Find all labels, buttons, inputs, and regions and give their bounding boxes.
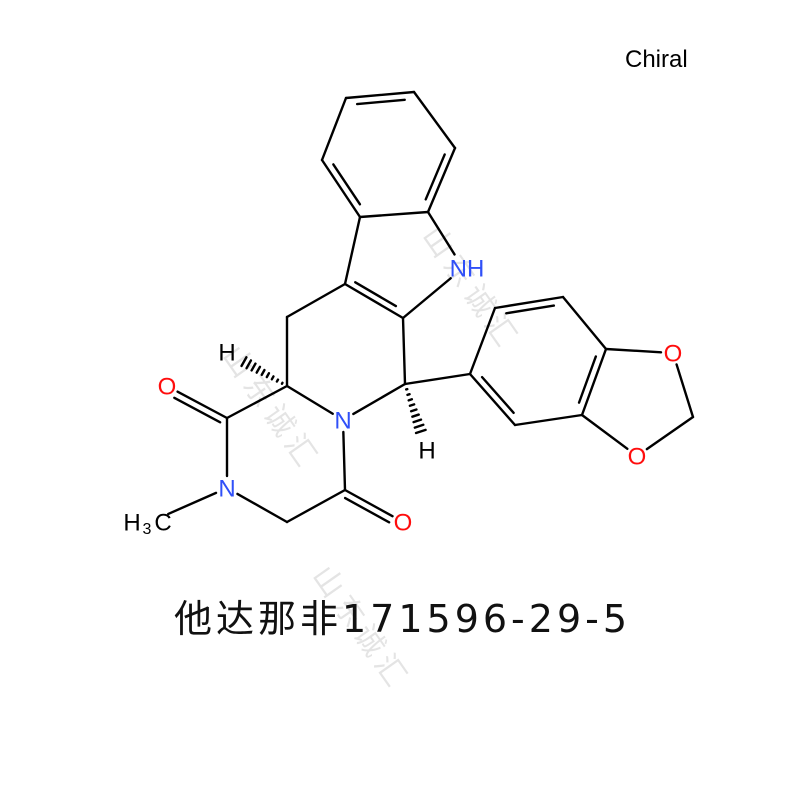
- bond: [344, 90, 416, 100]
- stereo-h-label: H: [218, 340, 235, 367]
- hashed-wedge-bond: [270, 375, 275, 381]
- bond: [426, 146, 457, 214]
- methyl-h-label: H: [123, 510, 140, 537]
- hashed-wedge-bond: [406, 392, 411, 397]
- o-dioxole-label: O: [628, 444, 647, 471]
- bond: [645, 415, 695, 451]
- double-bond-line: [505, 304, 556, 315]
- chiral-label: Chiral: [625, 46, 688, 73]
- bond: [401, 277, 452, 320]
- bond: [580, 413, 629, 451]
- bond: [513, 413, 584, 427]
- bond: [604, 347, 663, 354]
- bond: [343, 282, 405, 320]
- hashed-wedge-bond: [265, 372, 271, 379]
- hashed-wedge-bond: [411, 413, 420, 418]
- bond: [561, 295, 608, 351]
- compound-caption: 他达那非171596-29-5: [174, 597, 632, 641]
- bond: [403, 372, 472, 386]
- hashed-wedge-bond: [245, 359, 253, 370]
- bond: [352, 382, 407, 416]
- nh-label: NH: [450, 256, 485, 283]
- hashed-wedge-bond: [275, 378, 280, 383]
- hashed-wedge-bond: [414, 428, 427, 435]
- o-dioxole-label: O: [664, 341, 683, 368]
- stereo-h-label: H: [418, 438, 435, 465]
- double-bond-line: [577, 355, 598, 404]
- hashed-wedge-bond: [255, 365, 262, 374]
- hashed-wedge-bond: [408, 403, 416, 407]
- hashed-wedge-bond: [260, 368, 266, 377]
- bond: [493, 295, 565, 310]
- bond: [426, 210, 456, 256]
- hashed-wedge-bond: [409, 408, 418, 413]
- double-bond-line: [480, 375, 515, 415]
- o-carbonyl-label: O: [394, 510, 413, 537]
- bond: [320, 96, 348, 162]
- hashed-wedge-bond: [240, 356, 248, 368]
- bond: [468, 372, 517, 427]
- o-carbonyl-label: O: [158, 374, 177, 401]
- hashed-wedge-bond: [280, 381, 284, 385]
- hashed-wedge-bond: [250, 362, 257, 372]
- hashed-wedge-bond: [407, 398, 414, 402]
- carbonyl-bond: [176, 390, 229, 420]
- bond: [343, 215, 362, 286]
- bond: [236, 492, 289, 524]
- hashed-wedge-bond: [413, 423, 425, 429]
- bond: [320, 158, 362, 219]
- bond: [468, 306, 497, 376]
- n-methyl-label: N: [218, 476, 235, 503]
- bond: [167, 491, 218, 516]
- double-bond-line: [332, 163, 362, 206]
- bond: [285, 384, 334, 415]
- bond: [412, 90, 457, 150]
- bond: [285, 488, 347, 524]
- bond: [675, 363, 695, 419]
- bond: [285, 282, 347, 319]
- bond: [401, 316, 407, 386]
- bond: [358, 210, 430, 219]
- double-bond-line: [354, 281, 398, 308]
- double-bond-line: [355, 98, 406, 106]
- hashed-wedge-bond: [412, 418, 423, 424]
- bond: [225, 384, 289, 420]
- carbonyl-bond: [173, 396, 222, 424]
- double-bond-line: [424, 153, 446, 201]
- n-ring-label: N: [334, 408, 351, 435]
- carbonyl-bond: [343, 496, 391, 524]
- bond: [342, 430, 347, 492]
- methyl-c-label: C: [154, 510, 171, 537]
- carbonyl-bond: [343, 488, 394, 518]
- methyl-subscript: 3: [143, 521, 152, 538]
- bond: [580, 347, 608, 417]
